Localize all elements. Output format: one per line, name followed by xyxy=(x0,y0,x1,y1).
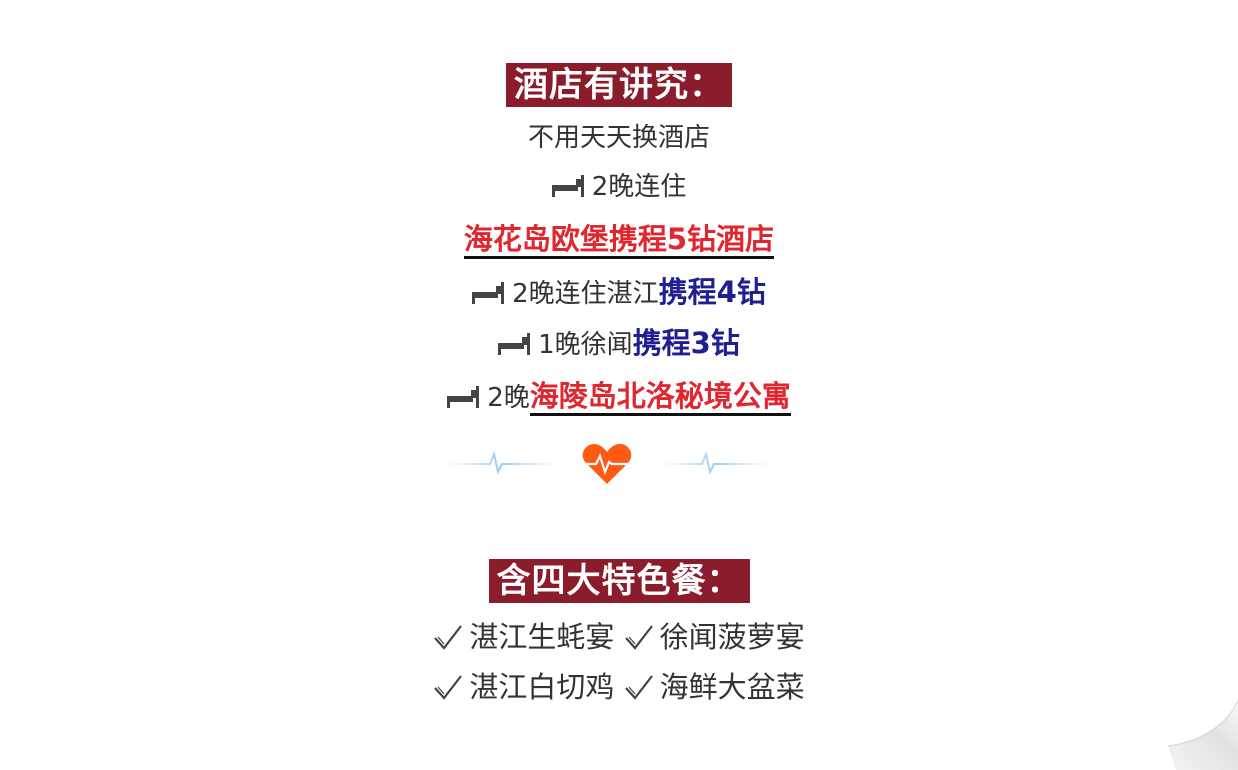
check-icon xyxy=(433,623,463,651)
check-icon xyxy=(624,623,654,651)
hotel-rating-4: 携程4钻 xyxy=(658,275,766,309)
meal-item: 湛江生蚝宴 xyxy=(469,620,615,654)
hotel-line-1-text: 2晚连住 xyxy=(591,172,687,202)
pulse-line-left xyxy=(445,450,558,475)
hotel-line-3-text: 2晚连住湛江 xyxy=(512,279,659,309)
meal-item: 徐闻菠萝宴 xyxy=(659,620,805,654)
heart-pulse-icon xyxy=(582,444,632,484)
hotel-line-5: 2晚海陵岛北洛秘境公寓 xyxy=(0,379,1238,416)
hotel-highlight-haihuadao: 海花岛欧堡携程5钻酒店 xyxy=(463,222,775,259)
heartbeat-divider xyxy=(445,444,770,484)
hotel-line-3: 2晚连住湛江携程4钻 xyxy=(0,275,1238,311)
meal-section-title-row: 含四大特色餐： xyxy=(0,559,1238,603)
bed-icon xyxy=(498,333,530,355)
meal-section-title: 含四大特色餐： xyxy=(488,559,750,603)
meal-item: 海鲜大盆菜 xyxy=(659,670,805,704)
meal-row-2: 湛江白切鸡 海鲜大盆菜 xyxy=(0,670,1238,704)
hotel-rating-3: 携程3钻 xyxy=(632,326,740,360)
hotel-line-2: 海花岛欧堡携程5钻酒店 xyxy=(0,222,1238,259)
bed-icon xyxy=(472,282,504,304)
meal-row-1: 湛江生蚝宴 徐闻菠萝宴 xyxy=(0,620,1238,654)
check-icon xyxy=(624,673,654,701)
hotel-subtitle: 不用天天换酒店 xyxy=(527,123,710,153)
hotel-line-5-text: 2晚 xyxy=(487,383,530,413)
pulse-line-right xyxy=(662,450,770,475)
hotel-line-4: 1晚徐闻携程3钻 xyxy=(0,326,1238,362)
meal-item: 湛江白切鸡 xyxy=(469,670,615,704)
hotel-line-1: 2晚连住 xyxy=(0,170,1238,204)
hotel-section-title: 酒店有讲究： xyxy=(506,63,732,107)
page-curl-corner[interactable] xyxy=(1148,700,1238,770)
check-icon xyxy=(433,673,463,701)
hotel-highlight-hailingdao: 海陵岛北洛秘境公寓 xyxy=(529,379,791,416)
bed-icon xyxy=(447,386,479,408)
hotel-section-title-row: 酒店有讲究： xyxy=(0,63,1238,107)
bed-icon xyxy=(552,175,584,197)
hotel-line-4-text: 1晚徐闻 xyxy=(538,330,633,360)
